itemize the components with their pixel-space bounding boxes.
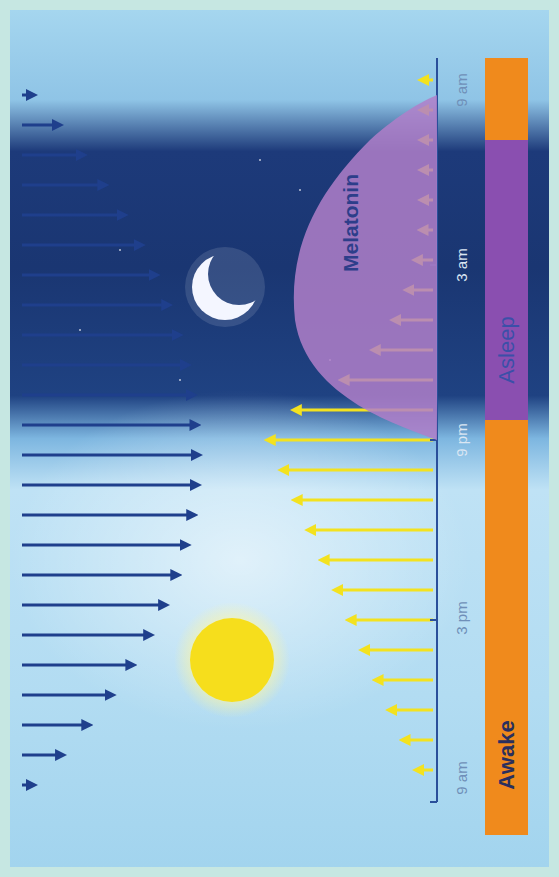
light-arrow [22, 94, 32, 97]
melatonin-arrow [270, 439, 433, 442]
melatonin-region: Melatonin [285, 95, 437, 440]
melatonin-arrow [297, 499, 433, 502]
light-arrow [22, 544, 186, 547]
awake-bar [485, 58, 528, 140]
light-arrow [22, 694, 111, 697]
time-label: 3 am [454, 248, 471, 281]
melatonin-arrow [310, 529, 433, 532]
sun [190, 618, 274, 702]
melatonin-arrow [283, 469, 433, 472]
light-arrow [22, 184, 103, 187]
time-label: 9 pm [454, 423, 471, 456]
light-arrow [22, 634, 149, 637]
time-label: 9 am [454, 73, 471, 106]
light-arrow [22, 304, 167, 307]
asleep-bar: Asleep [485, 140, 528, 420]
melatonin-arrow [405, 739, 433, 742]
light-arrow [22, 724, 87, 727]
time-label: 9 am [454, 761, 471, 794]
moon [150, 220, 290, 350]
axis-tick [430, 801, 437, 803]
node-text: Asleep [494, 316, 518, 383]
awake-bar: Awake [485, 420, 528, 835]
light-arrow [22, 484, 196, 487]
node-text: Awake [494, 720, 518, 789]
light-arrow [22, 154, 82, 157]
melatonin-arrow [337, 589, 433, 592]
melatonin-arrow [418, 769, 433, 772]
time-label: 3 pm [454, 601, 471, 634]
sky-background [10, 10, 549, 867]
melatonin-arrow [378, 679, 433, 682]
light-arrow [22, 394, 192, 397]
blue-arrows [22, 95, 197, 785]
light-arrow [22, 244, 140, 247]
stars [79, 159, 331, 381]
light-arrow [22, 604, 164, 607]
light-arrow [22, 454, 197, 457]
melatonin-arrow [391, 709, 433, 712]
node-text: Melatonin [339, 174, 362, 272]
light-arrow [22, 574, 176, 577]
light-arrow [22, 214, 123, 217]
melatonin-arrow [423, 79, 433, 82]
melatonin-arrow [351, 619, 433, 622]
sun-glow [174, 602, 290, 718]
melatonin-arrow [364, 649, 433, 652]
light-arrow [22, 664, 131, 667]
sky-glow [10, 390, 470, 730]
light-arrow [22, 754, 61, 757]
axis-tick [430, 619, 437, 621]
light-arrow [22, 274, 155, 277]
light-arrow [22, 784, 32, 787]
melatonin-arrow [324, 559, 433, 562]
light-arrow [22, 514, 192, 517]
light-arrow [22, 424, 195, 427]
light-arrow [22, 364, 186, 367]
light-arrow [22, 124, 58, 127]
region-shape [294, 95, 437, 440]
